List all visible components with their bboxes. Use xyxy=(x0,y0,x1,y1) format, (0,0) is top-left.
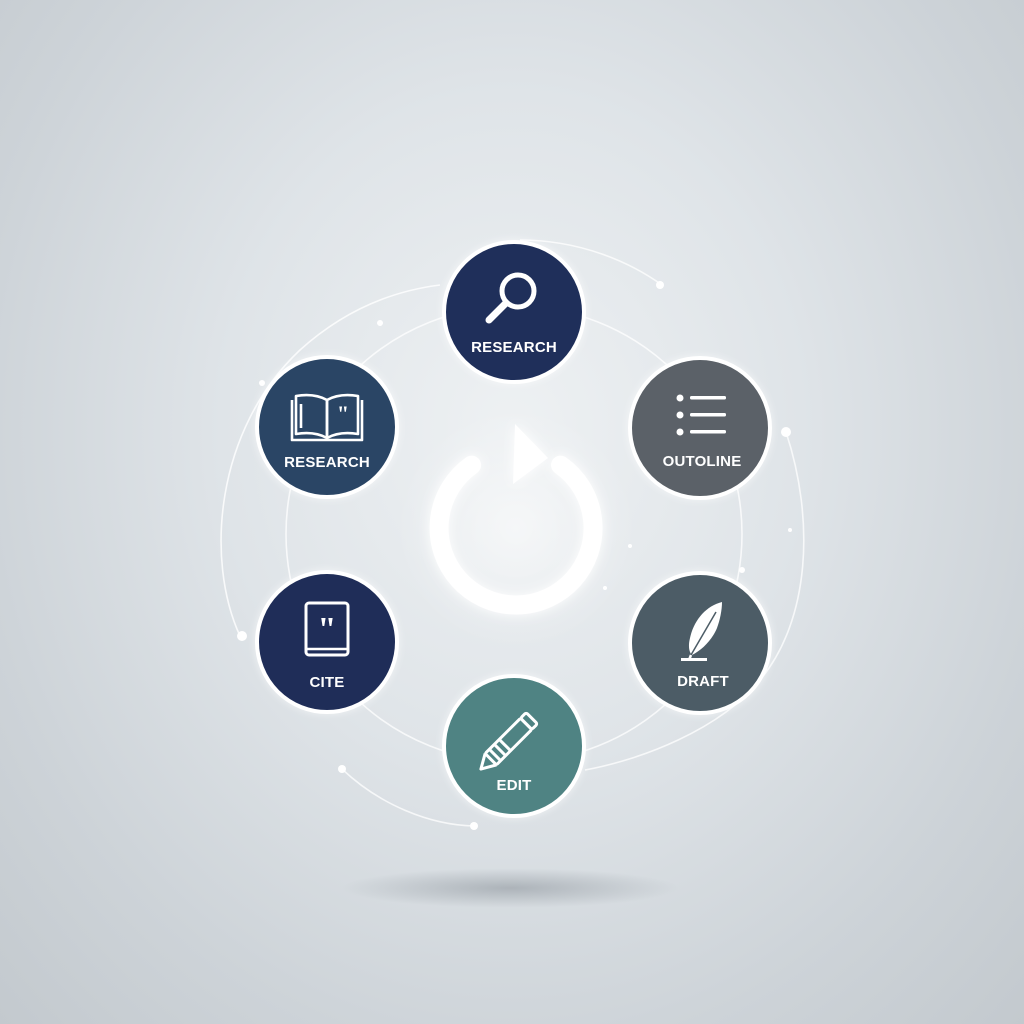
outer-arc-top xyxy=(519,239,663,286)
node-research-top[interactable]: RESEARCH xyxy=(440,238,588,386)
quote-book-icon: " xyxy=(304,601,350,657)
orbit-dot xyxy=(338,765,346,773)
node-label: RESEARCH xyxy=(284,454,370,471)
pencil-icon xyxy=(479,711,539,771)
orbit-dot xyxy=(781,427,791,437)
node-draft[interactable]: DRAFT xyxy=(626,569,774,717)
ground-shadow xyxy=(340,868,680,908)
magnifier-icon xyxy=(485,272,537,324)
orbit-dot xyxy=(788,528,792,532)
node-research-left[interactable]: " RESEARCH xyxy=(253,353,401,501)
quill-icon xyxy=(681,602,722,661)
orbit-dot xyxy=(470,822,478,830)
node-label: OUTOLINE xyxy=(663,453,742,470)
orbit-dot xyxy=(656,281,664,289)
list-icon xyxy=(676,394,726,436)
open-book-icon: " xyxy=(290,393,364,442)
svg-text:": " xyxy=(337,401,349,426)
cycle-arrow-icon xyxy=(396,408,636,648)
node-label: CITE xyxy=(310,674,345,691)
node-edit[interactable]: EDIT xyxy=(440,672,588,820)
node-label: DRAFT xyxy=(677,673,729,690)
outer-arc-bottom xyxy=(341,768,475,827)
orbit-dot xyxy=(259,380,265,386)
svg-text:": " xyxy=(318,611,337,648)
node-label: EDIT xyxy=(497,777,532,794)
node-cite[interactable]: " CITE xyxy=(253,568,401,716)
orbit-dot xyxy=(377,320,383,326)
orbit-dot xyxy=(739,567,745,573)
node-label: RESEARCH xyxy=(471,339,557,356)
orbit-dot xyxy=(237,631,247,641)
node-outline[interactable]: OUTOLINE xyxy=(626,354,774,502)
